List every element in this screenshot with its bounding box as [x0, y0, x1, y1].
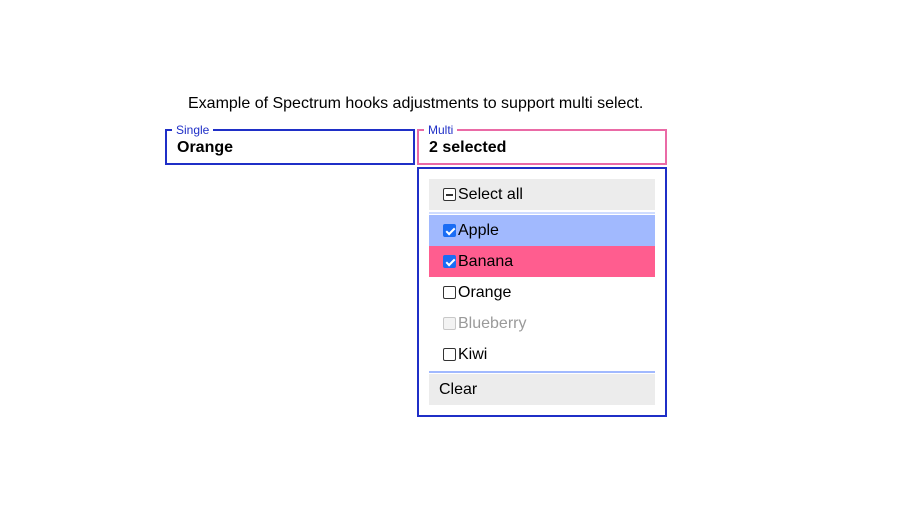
select-all-checkbox-icon[interactable]	[443, 188, 456, 201]
page-caption: Example of Spectrum hooks adjustments to…	[188, 95, 644, 112]
checked-checkbox-icon[interactable]	[443, 255, 456, 268]
single-select-field[interactable]: Single Orange	[165, 123, 415, 165]
checked-checkbox-icon[interactable]	[443, 224, 456, 237]
option-blueberry: Blueberry	[429, 308, 655, 339]
clear-label: Clear	[439, 380, 478, 398]
select-all-option[interactable]: Select all	[429, 179, 655, 210]
option-orange[interactable]: Orange	[429, 277, 655, 308]
option-kiwi[interactable]: Kiwi	[429, 339, 655, 370]
listbox-bottom-divider	[429, 371, 655, 373]
option-label: Kiwi	[458, 345, 488, 363]
select-all-label: Select all	[458, 185, 523, 203]
option-apple[interactable]: Apple	[429, 215, 655, 246]
multi-select-value: 2 selected	[429, 139, 507, 156]
multi-select-listbox: Select all Apple Banana Orange Blueberry…	[417, 167, 667, 417]
listbox-top-divider	[429, 212, 655, 214]
unchecked-checkbox-icon[interactable]	[443, 286, 456, 299]
option-label: Orange	[458, 283, 512, 301]
option-label: Banana	[458, 252, 514, 270]
single-select-label: Single	[172, 123, 214, 137]
option-banana[interactable]: Banana	[429, 246, 655, 277]
disabled-checkbox-icon	[443, 317, 456, 330]
multi-select-label: Multi	[424, 123, 458, 137]
multi-select-field[interactable]: Multi 2 selected	[417, 123, 667, 165]
option-label: Blueberry	[458, 314, 527, 332]
unchecked-checkbox-icon[interactable]	[443, 348, 456, 361]
single-select-value: Orange	[177, 139, 234, 156]
clear-button[interactable]: Clear	[429, 374, 655, 405]
option-label: Apple	[458, 221, 499, 239]
